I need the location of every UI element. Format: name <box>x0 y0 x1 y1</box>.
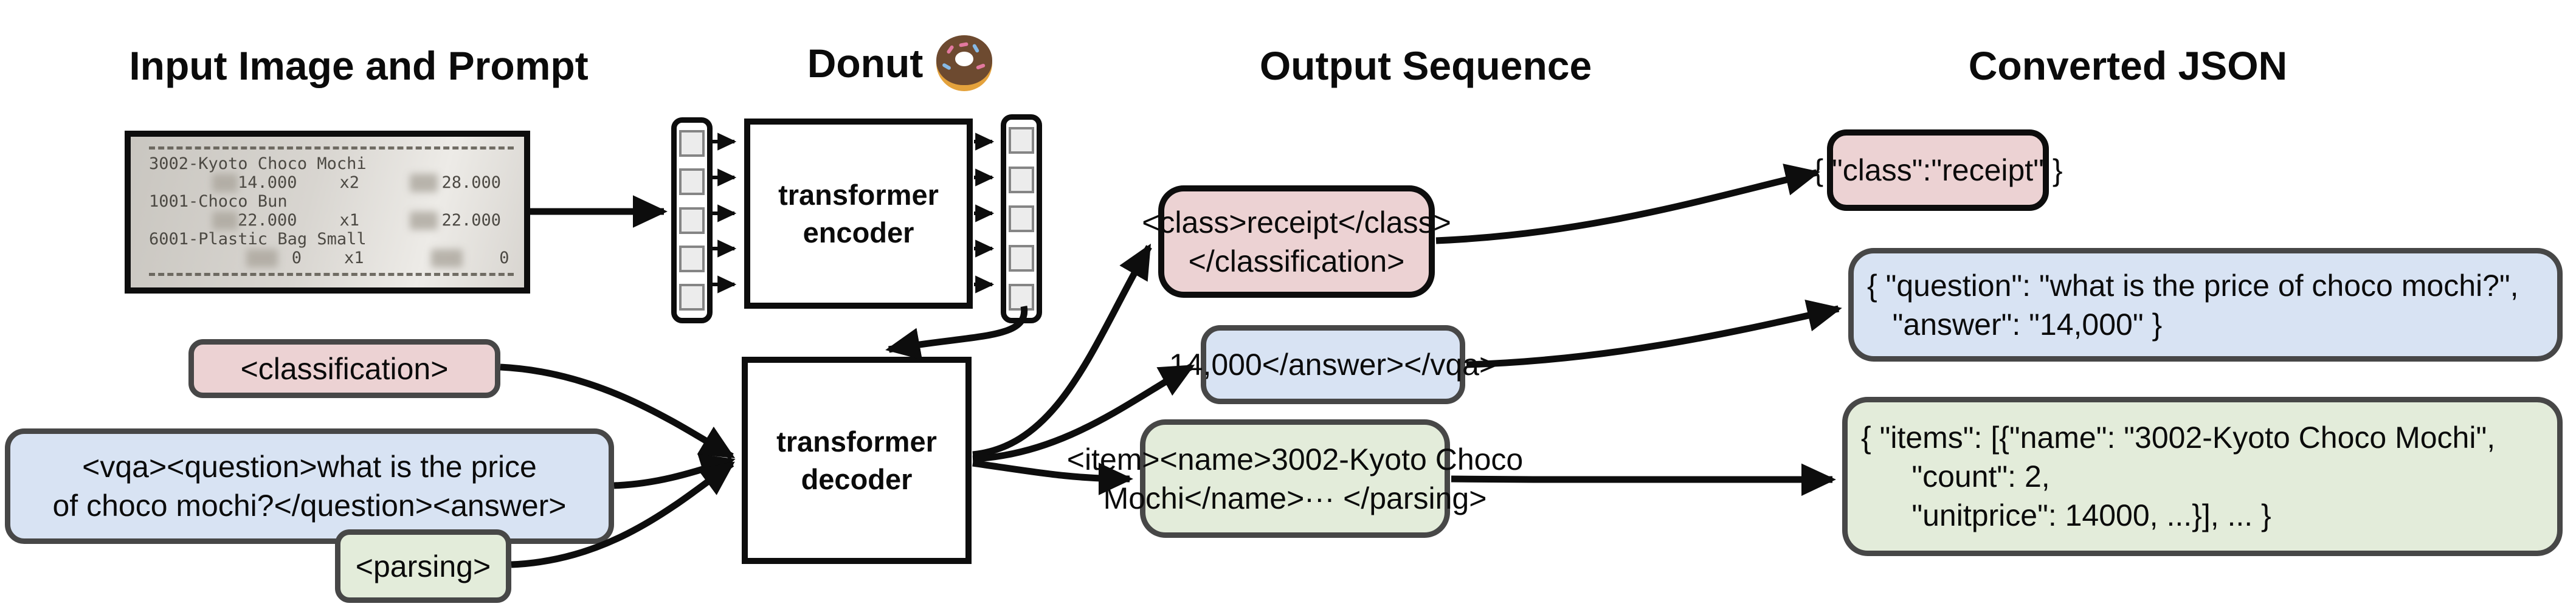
heading-input-image-and-prompt: Input Image and Prompt <box>129 43 589 88</box>
json-parsing-box: { "items": [{"name": "3002-Kyoto Choco M… <box>1842 397 2563 556</box>
receipt-total: 28.000 <box>441 173 502 192</box>
prompt-vqa-tag: <vqa><question>what is the price of choc… <box>5 428 614 544</box>
json-vqa-box: { "question": "what is the price of choc… <box>1848 248 2563 362</box>
transformer-encoder-box: transformer encoder <box>744 119 973 309</box>
image-patch-token <box>679 245 705 272</box>
embedding-token <box>1009 205 1034 232</box>
arrow-vqa-prompt-to-decoder <box>613 453 736 489</box>
receipt-item-name: 3002-Kyoto Choco Mochi <box>149 154 367 173</box>
receipt-item-amounts: 22.000 x1 22.000 <box>149 211 524 230</box>
encoder-input-tokens <box>671 117 713 323</box>
output-vqa-box: 14,000</answer></vqa> <box>1169 325 1497 404</box>
receipt-item-name: 1001-Choco Bun <box>149 192 288 211</box>
heading-output-sequence: Output Sequence <box>1259 43 1592 88</box>
receipt-total: 22.000 <box>441 211 502 230</box>
receipt-count: x2 <box>339 173 360 192</box>
receipt-count: x1 <box>344 249 364 267</box>
image-patch-token <box>679 284 705 311</box>
image-patch-token <box>679 207 705 234</box>
transformer-decoder-box: transformer decoder <box>742 357 972 564</box>
receipt-item-name: 6001-Plastic Bag Small <box>149 230 367 249</box>
arrow-classification-output-to-json <box>1435 163 1820 244</box>
output-parsing-box: <item><name>3002-Kyoto Choco Mochi</name… <box>1067 419 1523 538</box>
heading-converted-json: Converted JSON <box>1968 43 2288 88</box>
receipt-divider-bottom <box>149 273 514 276</box>
prompt-parsing-tag: <parsing> <box>335 529 511 603</box>
redaction-blur <box>212 211 238 230</box>
heading-donut-label: Donut <box>807 41 924 86</box>
receipt-total: 0 <box>499 249 509 267</box>
receipt-unitprice: 14.000 <box>238 173 297 192</box>
json-classification-box: { "class":"receipt" } <box>1813 129 2063 211</box>
receipt-unitprice: 0 <box>291 249 302 267</box>
receipt-count: x1 <box>339 211 360 230</box>
output-classification-box: <class>receipt</class> </classification> <box>1142 185 1451 298</box>
embedding-token <box>1009 166 1034 193</box>
image-patch-token <box>679 168 705 196</box>
receipt-image: 3002-Kyoto Choco Mochi 14.000 x2 28.000 … <box>125 131 530 294</box>
receipt-unitprice: 22.000 <box>238 211 297 230</box>
heading-donut: Donut <box>772 35 1027 91</box>
redaction-blur <box>430 249 463 267</box>
embedding-token <box>1009 284 1034 311</box>
receipt-divider-top <box>149 146 514 150</box>
embedding-token <box>1009 244 1034 272</box>
image-patch-token <box>679 130 705 157</box>
redaction-blur <box>212 173 238 192</box>
receipt-item-amounts: 14.000 x2 28.000 <box>149 173 524 192</box>
redaction-blur <box>410 173 438 192</box>
arrow-decoder-to-classification-output <box>972 243 1152 458</box>
redaction-blur <box>246 249 278 267</box>
donut-icon <box>936 35 993 91</box>
receipt-item-amounts: 0 x1 0 <box>149 249 524 267</box>
redaction-blur <box>410 211 438 230</box>
arrows-tokens-to-encoder <box>713 132 737 294</box>
prompt-classification-tag: <classification> <box>188 339 500 398</box>
arrows-encoder-to-embeddings <box>974 132 995 294</box>
embedding-token <box>1009 127 1034 154</box>
arrow-vqa-output-to-json <box>1466 299 1842 368</box>
encoder-output-embeddings <box>1001 114 1042 323</box>
